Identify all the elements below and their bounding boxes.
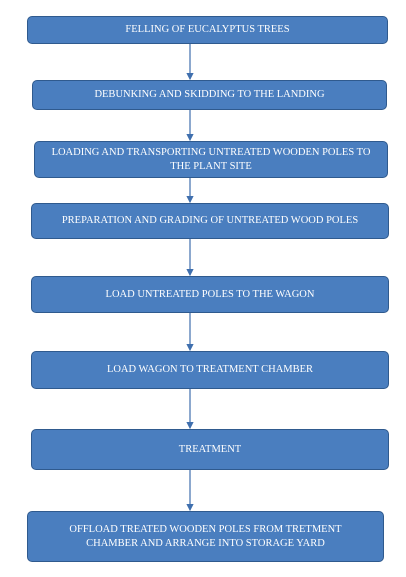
step-felling: FELLING OF EUCALYPTUS TREES xyxy=(27,16,388,44)
step-treatment: TREATMENT xyxy=(31,429,389,470)
step-offload-storage: OFFLOAD TREATED WOODEN POLES FROM TRETME… xyxy=(27,511,384,562)
step-load-wagon-chamber: LOAD WAGON TO TREATMENT CHAMBER xyxy=(31,351,389,389)
step-loading-transporting: LOADING AND TRANSPORTING UNTREATED WOODE… xyxy=(34,141,388,178)
step-debunking-skidding: DEBUNKING AND SKIDDING TO THE LANDING xyxy=(32,80,387,110)
step-preparation-grading: PREPARATION AND GRADING OF UNTREATED WOO… xyxy=(31,203,389,239)
step-load-poles-wagon: LOAD UNTREATED POLES TO THE WAGON xyxy=(31,276,389,313)
